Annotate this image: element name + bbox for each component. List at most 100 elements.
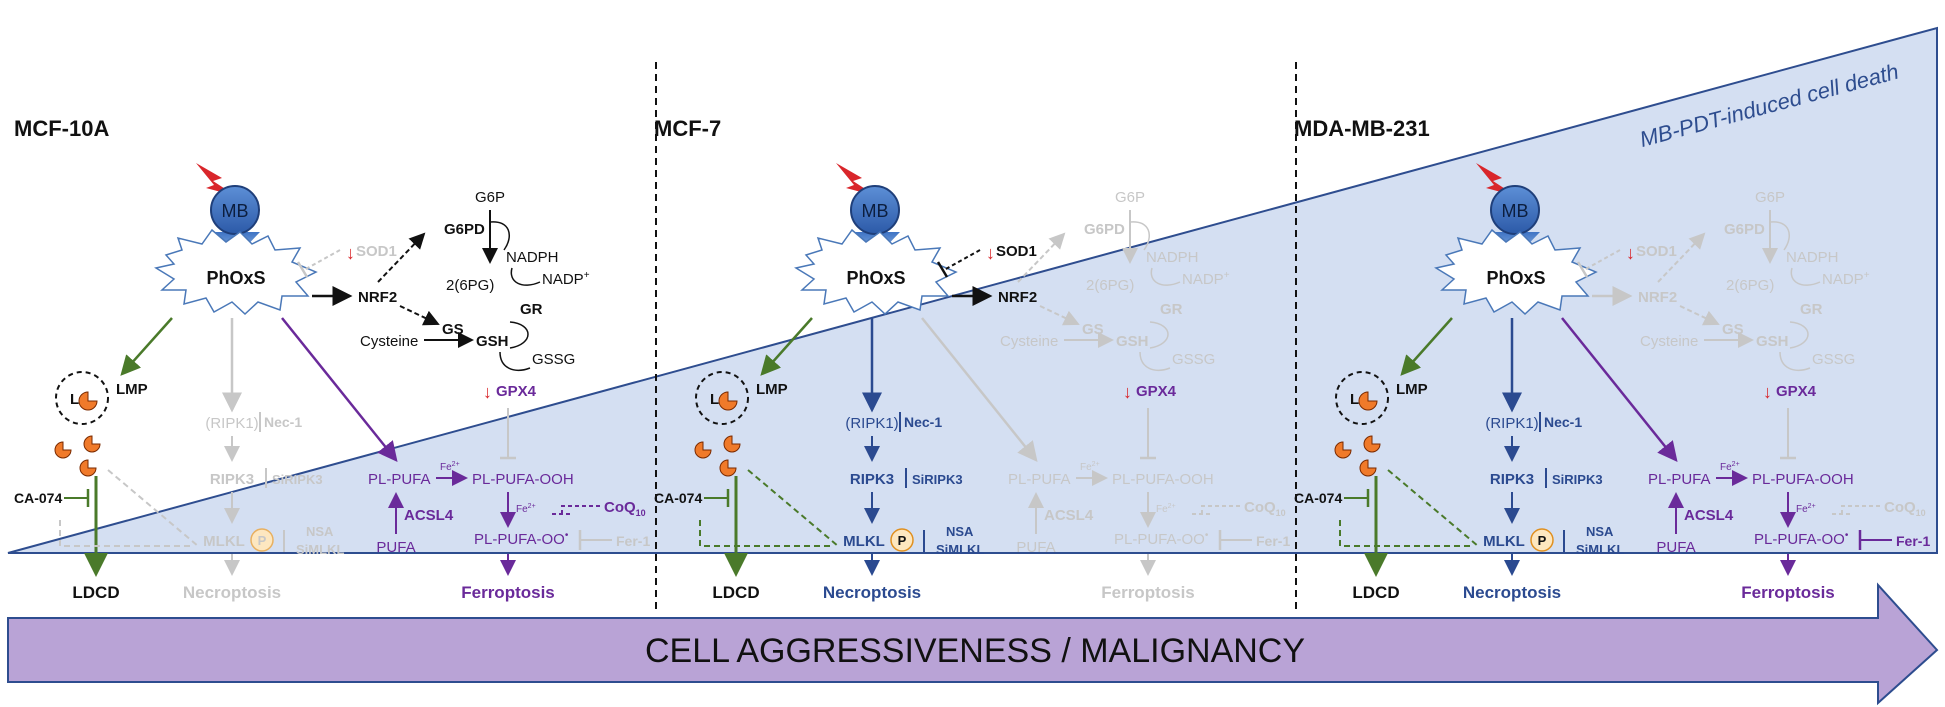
nrf2-label: NRF2 [998,289,1037,306]
mb-label: MB [1502,201,1529,221]
lysosome-label: L [710,391,719,408]
nadp-curve [510,267,541,286]
mlkl-label: MLKL [1483,533,1525,550]
ripk3-label: RIPK3 [210,471,254,488]
g6pd-label: G6PD [1084,221,1125,238]
g6pd-label: G6PD [1724,221,1765,238]
sod1-inhibition-bar [1576,261,1589,278]
phoxs-to-plpufa-arrow [281,317,398,462]
gpx4-label: GPX4 [1776,383,1817,400]
gssg-curve [1139,351,1171,372]
pufa-label: PUFA [1016,539,1055,556]
ripk3-label: RIPK3 [1490,471,1534,488]
sod1-inhibition-bar [936,261,949,278]
sod1-down-arrow-icon: ↓ [986,243,995,263]
plpufaoo-label: PL-PUFA-OO• [1754,530,1849,548]
coq-inhibition-line [1192,505,1240,515]
phoxs-starburst-icon [794,228,958,316]
cathepsin-to-mlkl-dashed [1339,469,1479,547]
cathepsin-icon [1359,459,1377,477]
g6p-label: G6P [1755,189,1785,206]
coq-inhibition-line [1832,505,1880,515]
cathepsin-to-mlkl-dashed [699,469,839,547]
nrf2-label: NRF2 [358,289,397,306]
phoxs-to-plpufa-arrow [1561,317,1678,462]
cathepsin-icon [1363,435,1381,453]
cell-line-title: MCF-10A [14,116,109,141]
lysosome-label: L [70,391,79,408]
mb-node [210,185,260,235]
phoxs-to-plpufa-arrow [921,317,1038,462]
phoxs-to-lmp-arrow [120,317,173,376]
nrf2-to-g6pd-arrow [377,232,426,283]
6pg-label: 2(6PG) [1086,277,1134,294]
cathepsin-icon [83,435,101,453]
nadph-label: NADPH [506,249,559,266]
ripk1-label: (RIPK1) [205,415,258,432]
gsh-label: GSH [476,333,509,350]
cell-line-panel-1: MCF-10A MB PhOxS ↓ SOD1 NRF2 G6P G6PD NA… [14,116,650,602]
sod1-inhibition-line [303,249,341,271]
ca074-label: CA-074 [654,490,702,506]
phospho-icon [250,528,274,552]
gsh-label: GSH [1116,333,1149,350]
fer1-label: Fer-1 [616,533,650,549]
gs-label: GS [1722,321,1744,338]
nadp-label: NADP+ [1182,270,1230,288]
nsa-label: NSA [1586,524,1614,539]
phoxs-to-lmp-arrow [760,317,813,376]
siripk3-label: SiRIPK3 [272,472,323,487]
gssg-curve [1779,351,1811,372]
plpufaoo-label: PL-PUFA-OO• [474,530,569,548]
fe-label: Fe2+ [1796,503,1816,515]
sod1-down-arrow-icon: ↓ [1626,243,1635,263]
sod1-inhibition-line [943,249,981,271]
gssg-label: GSSG [532,351,575,368]
nrf2-label: NRF2 [1638,289,1677,306]
plpufaooh-label: PL-PUFA-OOH [1112,471,1214,488]
lmp-label: LMP [1396,381,1428,398]
nadp-curve [1790,267,1821,286]
phospho-label: P [258,533,267,548]
malignancy-label: CELL AGGRESSIVENESS / MALIGNANCY [645,632,1305,670]
ferroptosis-label: Ferroptosis [461,583,555,602]
simlkl-label: SiMLKL [296,542,344,557]
nec1-label: Nec-1 [1544,414,1582,430]
nsa-label: NSA [306,524,334,539]
lightning-icon [836,163,876,196]
lysosome-icon [1335,371,1389,425]
ripk3-label: RIPK3 [850,471,894,488]
lightning-icon [196,163,236,196]
coq-label: CoQ10 [1244,499,1286,518]
cell-line-panel-3: MDA-MB-231 MB PhOxS ↓ SOD1 NRF2 G6P G6PD… [1294,116,1930,602]
g6p-label: G6P [1115,189,1145,206]
sod1-label: SOD1 [356,243,397,260]
nadph-curve [1769,221,1790,251]
mb-node [1490,185,1540,235]
nrf2-to-g6pd-arrow [1657,232,1706,283]
pufa-label: PUFA [376,539,415,556]
simlkl-label: SiMLKL [936,542,984,557]
gpx4-down-arrow-icon: ↓ [483,382,492,402]
sod1-label: SOD1 [996,243,1037,260]
lmp-label: LMP [756,381,788,398]
cell-line-title: MCF-7 [654,116,721,141]
siripk3-label: SiRIPK3 [1552,472,1603,487]
plpufa-label: PL-PUFA [368,471,431,488]
gpx4-down-arrow-icon: ↓ [1123,382,1132,402]
acsl4-label: ACSL4 [1044,507,1094,524]
sod1-label: SOD1 [1636,243,1677,260]
plpufaoo-label: PL-PUFA-OO• [1114,530,1209,548]
cathepsin-icon [723,435,741,453]
necroptosis-label: Necroptosis [823,583,921,602]
nadph-label: NADPH [1146,249,1199,266]
cell-line-title: MDA-MB-231 [1294,116,1430,141]
plpufa-label: PL-PUFA [1648,471,1711,488]
gr-label: GR [520,301,543,318]
nrf2-to-gs-arrow [1039,305,1080,326]
nadph-curve [1129,221,1150,251]
nec1-label: Nec-1 [264,414,302,430]
mlkl-label: MLKL [203,533,245,550]
gpx4-label: GPX4 [1136,383,1177,400]
cathepsin-icon [1334,441,1352,459]
